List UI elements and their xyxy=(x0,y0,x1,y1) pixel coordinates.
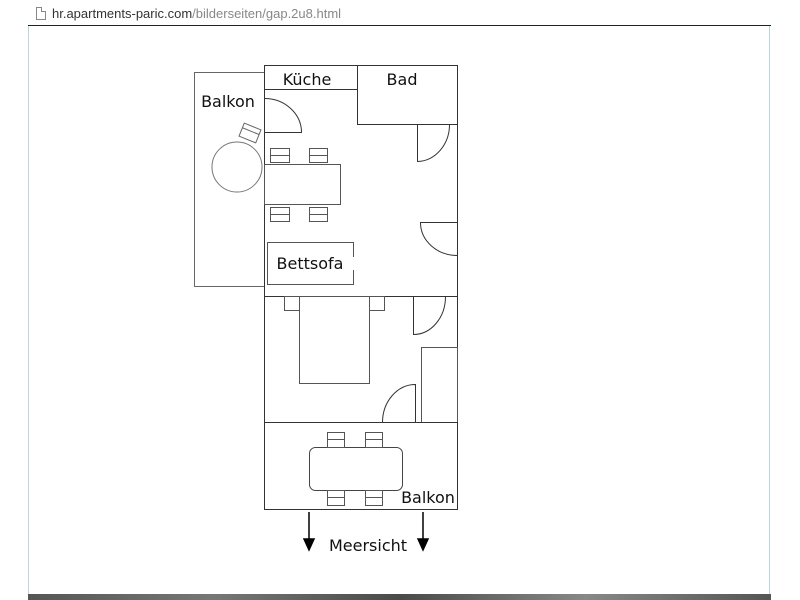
page-viewport xyxy=(28,26,770,594)
document-icon xyxy=(36,7,46,20)
taskbar xyxy=(28,594,771,600)
address-bar[interactable]: hr.apartments-paric.com/bilderseiten/gap… xyxy=(28,2,771,26)
wardrobe xyxy=(421,347,458,423)
label-kitchen: Küche xyxy=(283,70,332,89)
door-bath xyxy=(417,124,450,163)
door-bedroom xyxy=(413,296,446,336)
dining-table xyxy=(264,164,341,205)
arrow-down-icon xyxy=(302,512,316,552)
dining-chairs xyxy=(270,148,328,222)
label-sea-view: Meersicht xyxy=(329,536,407,555)
balcony-table xyxy=(309,447,403,491)
door-balcony xyxy=(264,98,303,133)
url-text: hr.apartments-paric.com/bilderseiten/gap… xyxy=(52,6,341,21)
url-path: /bilderseiten/gap.2u8.html xyxy=(192,6,342,21)
arrow-down-icon xyxy=(416,512,430,552)
label-sofa: Bettsofa xyxy=(277,254,344,273)
bedroom xyxy=(264,296,458,423)
url-domain: hr.apartments-paric.com xyxy=(52,6,193,21)
sofa-bed xyxy=(267,242,354,285)
label-front-balcony: Balkon xyxy=(401,488,455,507)
double-bed xyxy=(299,296,370,384)
balcony-chairs xyxy=(327,432,383,506)
pillow-right xyxy=(369,296,385,311)
front-balcony xyxy=(264,422,458,510)
label-bath: Bad xyxy=(387,70,418,89)
door-entrance xyxy=(419,222,458,256)
door-front-balcony xyxy=(382,383,416,423)
pillow-left xyxy=(284,296,300,311)
balcony-chair xyxy=(238,122,262,144)
round-table xyxy=(211,141,263,193)
label-side-balcony: Balkon xyxy=(201,92,255,111)
